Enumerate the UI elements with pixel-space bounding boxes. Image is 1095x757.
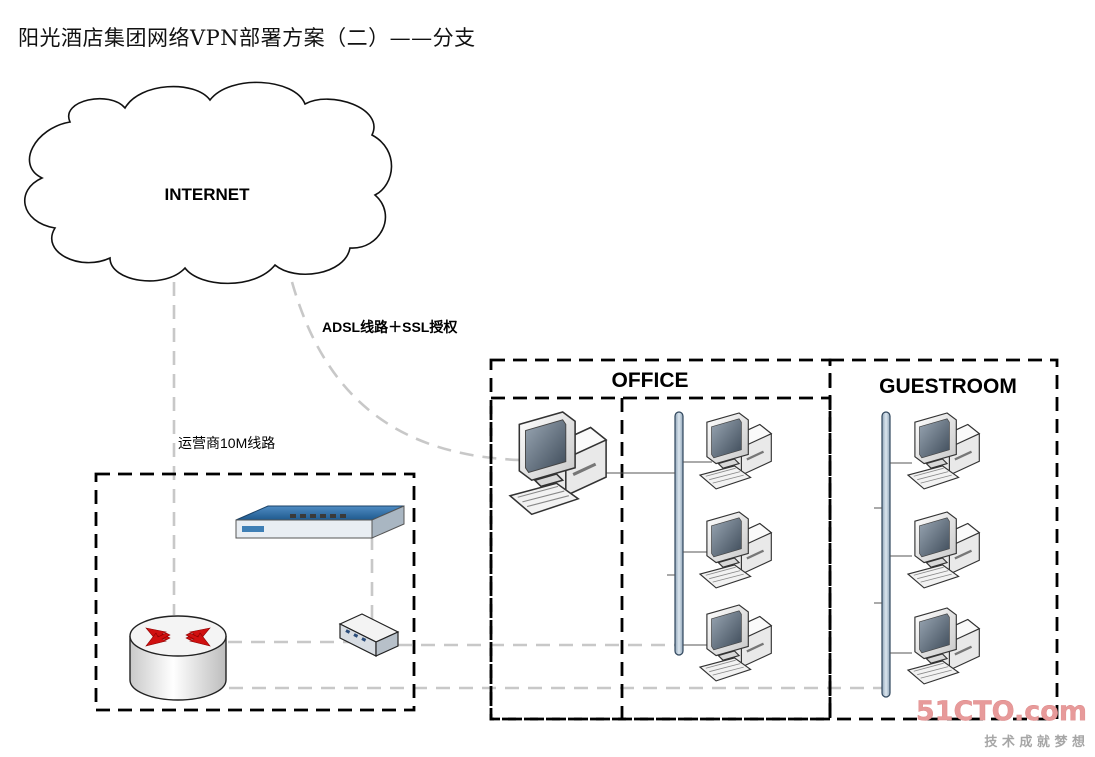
cloud-icon xyxy=(24,81,393,285)
workstation-icon xyxy=(699,604,772,682)
workstation-icon xyxy=(699,511,772,589)
guestroom-bus xyxy=(881,411,891,698)
workstation-icon xyxy=(907,511,980,589)
watermark-brand: 51CTO.com xyxy=(916,696,1087,727)
workstation-icon xyxy=(907,607,980,685)
workstation-icon xyxy=(699,412,772,490)
switch-icon xyxy=(338,613,400,657)
isp-link-label: 运营商10M线路 xyxy=(178,435,275,451)
guestroom-label: GUESTROOM xyxy=(879,375,1017,398)
guestroom-zone-box xyxy=(828,358,1059,721)
page-title: 阳光酒店集团网络VPN部署方案（二）——分支 xyxy=(18,26,476,50)
guestroom-workstations xyxy=(907,412,980,685)
office-zone-box xyxy=(489,358,832,721)
workstation-icon xyxy=(509,411,607,516)
office-label: OFFICE xyxy=(612,369,689,392)
watermark-slogan: 技 术 成 就 梦 想 xyxy=(984,734,1085,750)
router-icon xyxy=(129,615,227,701)
office-bus xyxy=(674,411,684,656)
office-workstations xyxy=(509,411,772,682)
internet-label: INTERNET xyxy=(165,185,251,204)
link-lines xyxy=(172,281,888,690)
adsl-link-line xyxy=(290,281,521,462)
hq-zone-box xyxy=(94,472,416,712)
workstation-icon xyxy=(907,412,980,490)
adsl-link-label: ADSL线路＋SSL授权 xyxy=(322,319,458,335)
vpn-appliance-icon xyxy=(235,505,405,539)
